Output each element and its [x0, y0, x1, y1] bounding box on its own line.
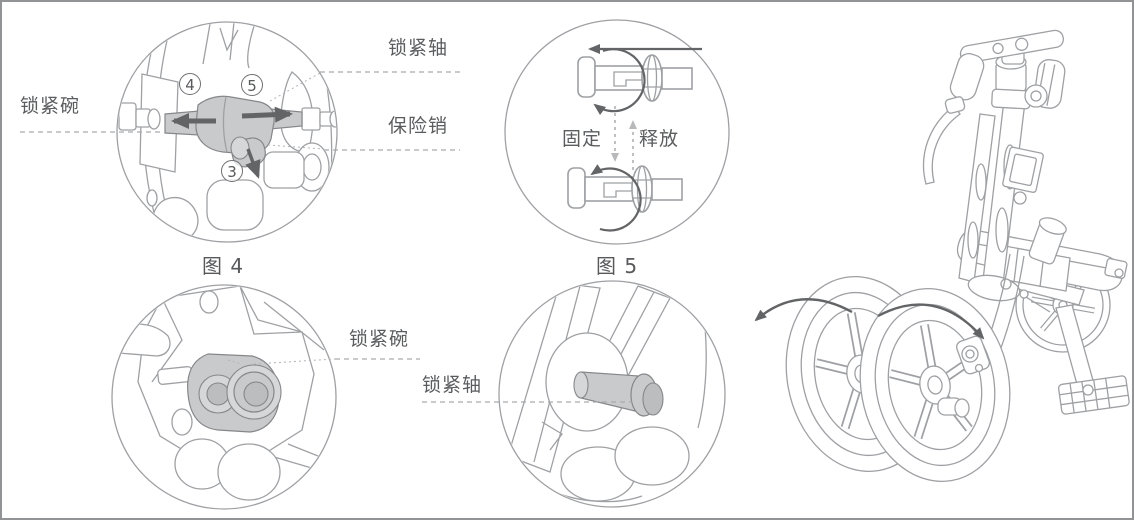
- bike-handlebar: [959, 29, 1064, 64]
- arrow-push-right: [241, 106, 293, 123]
- figure5-detail-circle: [504, 19, 730, 245]
- figure5-caption: 图 5: [596, 254, 639, 278]
- bike-front-hub-detail: [937, 335, 990, 418]
- bike-crank-pedal: [1055, 304, 1130, 415]
- figure4-detail-circle: [20, 21, 460, 243]
- bike-seatpost: [1028, 217, 1067, 265]
- bike-left-grip: [949, 53, 985, 101]
- fig4-lock-shaft-label: 锁紧轴: [388, 37, 449, 59]
- lock-shaft-detail-circle: [422, 280, 726, 508]
- lock-bowl-detail-circle: [111, 284, 420, 510]
- arrow-pin-down: [245, 148, 261, 179]
- fold-arrow-left: [754, 298, 853, 322]
- bike-brake-lever: [922, 105, 961, 185]
- folded-bike-illustration: [754, 29, 1130, 483]
- fig4-step-4-marker: 4: [179, 73, 201, 95]
- fig4-step-5-marker: 5: [241, 74, 263, 96]
- lock-bowl-part: [187, 353, 282, 433]
- arrow-rotate-top: [593, 48, 646, 115]
- fig5-release-label: 释放: [639, 128, 680, 150]
- fig5-fix-label: 固定: [562, 128, 603, 150]
- bolt-fixed-position: [567, 165, 683, 213]
- bike-stem-assembly: [922, 29, 1066, 302]
- arrow-rotate-bottom: [590, 164, 642, 232]
- figure4-caption: 图 4: [202, 254, 245, 278]
- detail-lock-shaft-label: 锁紧轴: [422, 374, 483, 396]
- fig4-step-3-marker: 3: [221, 160, 243, 182]
- fold-arrow-right: [877, 303, 985, 340]
- fig4-lock-bowl-label: 锁紧碗: [20, 95, 81, 117]
- fig4-safety-pin-label: 保险销: [388, 115, 449, 137]
- lock-shaft-part: [573, 371, 664, 417]
- bolt-released-position: [577, 54, 693, 102]
- detail-lock-bowl-label: 锁紧碗: [349, 328, 410, 350]
- bike-folding-clamp: [1002, 146, 1044, 193]
